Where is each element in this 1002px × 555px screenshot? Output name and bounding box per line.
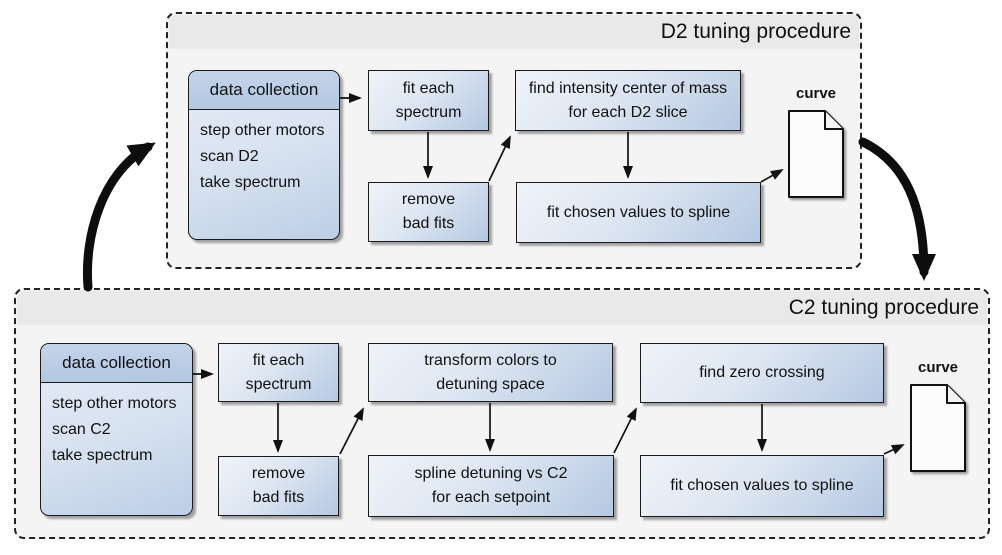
d2-remove-bad-fits-box: remove bad fits bbox=[368, 182, 489, 242]
c2-dc-line-1: step other motors bbox=[52, 395, 177, 412]
c2-data-collection-body: step other motors scan C2 take spectrum bbox=[41, 383, 192, 469]
c2-fit-chosen-values-box: fit chosen values to spline bbox=[640, 455, 884, 517]
c2-find-zero-crossing-box: find zero crossing bbox=[640, 343, 884, 403]
d2-data-collection-body: step other motors scan D2 take spectrum bbox=[189, 110, 339, 196]
c2-panel-title: C2 tuning procedure bbox=[788, 296, 979, 319]
d2-curve-label: curve bbox=[795, 85, 837, 102]
c2-fit-each-spectrum-box: fit each spectrum bbox=[218, 343, 339, 402]
d2-panel-title: D2 tuning procedure bbox=[660, 20, 851, 43]
d2-data-collection-box: data collection step other motors scan D… bbox=[188, 70, 340, 240]
d2-fit-each-spectrum-box: fit each spectrum bbox=[368, 70, 489, 131]
d2-dc-line-1: step other motors bbox=[200, 122, 325, 139]
c2-spline-detuning-box: spline detuning vs C2 for each setpoint bbox=[368, 455, 614, 517]
c2-curve-label: curve bbox=[917, 359, 959, 376]
d2-find-intensity-box: find intensity center of mass for each D… bbox=[515, 70, 741, 131]
c2-transform-colors-box: transform colors to detuning space bbox=[368, 343, 613, 402]
d2-title-strip bbox=[169, 15, 859, 49]
d2-dc-line-2: scan D2 bbox=[200, 148, 259, 165]
c2-title-strip bbox=[17, 291, 987, 325]
c2-curve-document-icon bbox=[910, 384, 966, 472]
d2-curve-document-icon bbox=[788, 110, 844, 198]
c2-data-collection-box: data collection step other motors scan C… bbox=[40, 343, 193, 516]
d2-fit-chosen-values-box: fit chosen values to spline bbox=[516, 182, 761, 243]
loop-arrow-d2-to-c2 bbox=[858, 137, 936, 281]
d2-data-collection-header: data collection bbox=[189, 71, 339, 110]
c2-dc-line-2: scan C2 bbox=[52, 421, 111, 438]
c2-remove-bad-fits-box: remove bad fits bbox=[218, 456, 339, 516]
d2-dc-line-3: take spectrum bbox=[200, 174, 301, 191]
c2-dc-line-3: take spectrum bbox=[52, 447, 153, 464]
loop-arrow-c2-to-d2 bbox=[82, 142, 156, 292]
c2-data-collection-header: data collection bbox=[41, 344, 192, 383]
